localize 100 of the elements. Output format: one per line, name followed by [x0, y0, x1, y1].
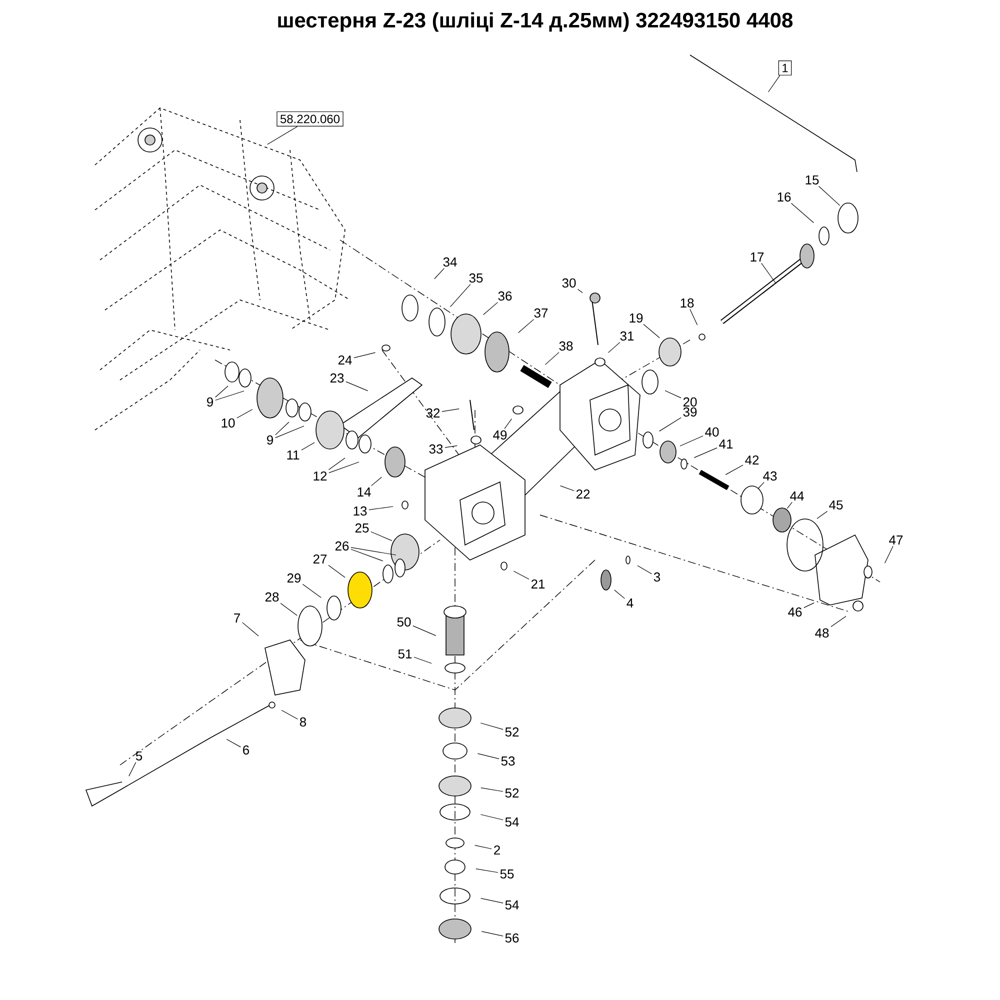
leader-line — [818, 186, 840, 206]
leader-line — [280, 603, 298, 616]
leader-line — [476, 868, 498, 873]
callout-number: 13 — [354, 506, 367, 516]
callout-number: 5 — [136, 751, 142, 761]
callout-number: 33 — [429, 444, 443, 454]
leader-line — [414, 656, 432, 664]
callout-number: 29 — [287, 573, 301, 583]
callout-number: 17 — [750, 252, 764, 262]
callout-number: 21 — [531, 579, 545, 589]
callout-number: 51 — [398, 649, 412, 659]
leader-line — [350, 547, 396, 556]
callout-number: 43 — [763, 471, 777, 481]
callout-number: 3 — [654, 572, 660, 582]
leader-line — [236, 409, 253, 418]
leader-line — [884, 546, 894, 564]
title: шестерня Z-23 (шліці Z-14 д.25мм) 322493150 4408 — [278, 12, 793, 32]
leader-line — [368, 506, 394, 510]
callout-number: 22 — [576, 489, 590, 499]
leader-line — [242, 622, 259, 636]
leader-line — [474, 845, 492, 850]
reference-box: 58.220.060 — [276, 111, 344, 127]
leader-line — [690, 309, 698, 326]
leader-line — [830, 616, 846, 628]
leader-line — [758, 482, 764, 489]
leader-line — [560, 486, 574, 492]
callout-number: 55 — [500, 869, 514, 879]
leader-line — [637, 565, 652, 574]
leader-line — [275, 422, 290, 436]
leader-line — [477, 753, 500, 760]
leader-line — [480, 898, 504, 904]
reference-box: 1 — [778, 60, 792, 76]
callout-number: 50 — [397, 617, 411, 627]
leader-line — [275, 426, 304, 438]
leader-line — [480, 788, 504, 792]
callout-number: 20 — [683, 397, 697, 407]
callout-number: 18 — [680, 298, 694, 308]
callout-number: 35 — [469, 273, 483, 283]
leader-line — [267, 126, 298, 145]
callout-number: 6 — [243, 745, 250, 755]
leader-line — [694, 448, 718, 458]
leader-line — [643, 324, 660, 338]
leader-line — [816, 510, 828, 519]
leader-line — [480, 722, 504, 730]
leader-line — [659, 417, 682, 432]
callout-number: 52 — [505, 727, 519, 737]
callout-number: 45 — [829, 500, 843, 510]
callout-number: 44 — [790, 492, 804, 500]
callout-number: 9 — [207, 397, 213, 407]
leader-line — [513, 570, 530, 580]
callout-number: 39 — [683, 407, 697, 417]
leader-line — [444, 445, 458, 448]
leader-line — [786, 502, 792, 509]
leader-line — [577, 289, 583, 294]
callout-number: 4 — [626, 598, 634, 608]
leader-line — [128, 762, 136, 776]
leader-line — [346, 381, 368, 392]
leader-line — [328, 462, 360, 474]
callout-number: 12 — [314, 471, 327, 481]
callout-number: 25 — [355, 523, 369, 533]
callout-number: 7 — [234, 614, 240, 622]
callout-number: 54 — [505, 900, 519, 910]
callout-number: 36 — [498, 291, 512, 301]
leader-line — [504, 418, 512, 429]
callout-number: 11 — [287, 450, 300, 460]
callout-number: 47 — [889, 536, 903, 544]
callout-number: 9 — [267, 435, 273, 445]
callout-number: 31 — [620, 331, 634, 341]
leader-line — [226, 739, 241, 748]
leader-line — [215, 386, 228, 398]
leader-line — [215, 390, 244, 401]
callout-number: 48 — [815, 628, 829, 638]
leader-line — [614, 590, 625, 599]
callout-number: 16 — [778, 192, 791, 202]
leader-line — [328, 564, 346, 578]
leader-line — [434, 268, 444, 280]
callout-number: 14 — [358, 488, 371, 496]
callout-number: 27 — [313, 554, 327, 564]
callout-number: 23 — [330, 373, 344, 383]
leader-line — [281, 710, 298, 720]
leader-line — [483, 302, 498, 316]
leader-line — [442, 408, 460, 412]
leader-line — [301, 442, 315, 450]
leader-line — [412, 626, 436, 636]
callout-number: 15 — [806, 175, 819, 185]
leader-line — [804, 602, 814, 608]
callout-number: 24 — [338, 355, 352, 365]
leader-line — [518, 319, 534, 334]
callout-number: 46 — [788, 607, 802, 617]
leader-line — [608, 342, 620, 353]
callout-number: 42 — [745, 455, 759, 465]
callout-number: 38 — [559, 341, 573, 351]
callout-number: 19 — [630, 313, 643, 323]
callout-number: 10 — [222, 418, 235, 428]
leader-line — [544, 352, 560, 365]
callout-number: 2 — [494, 845, 500, 855]
leader-line — [350, 548, 384, 562]
callout-number: 34 — [443, 257, 457, 267]
callout-number: 8 — [300, 717, 306, 727]
callout-number: 37 — [534, 308, 548, 318]
